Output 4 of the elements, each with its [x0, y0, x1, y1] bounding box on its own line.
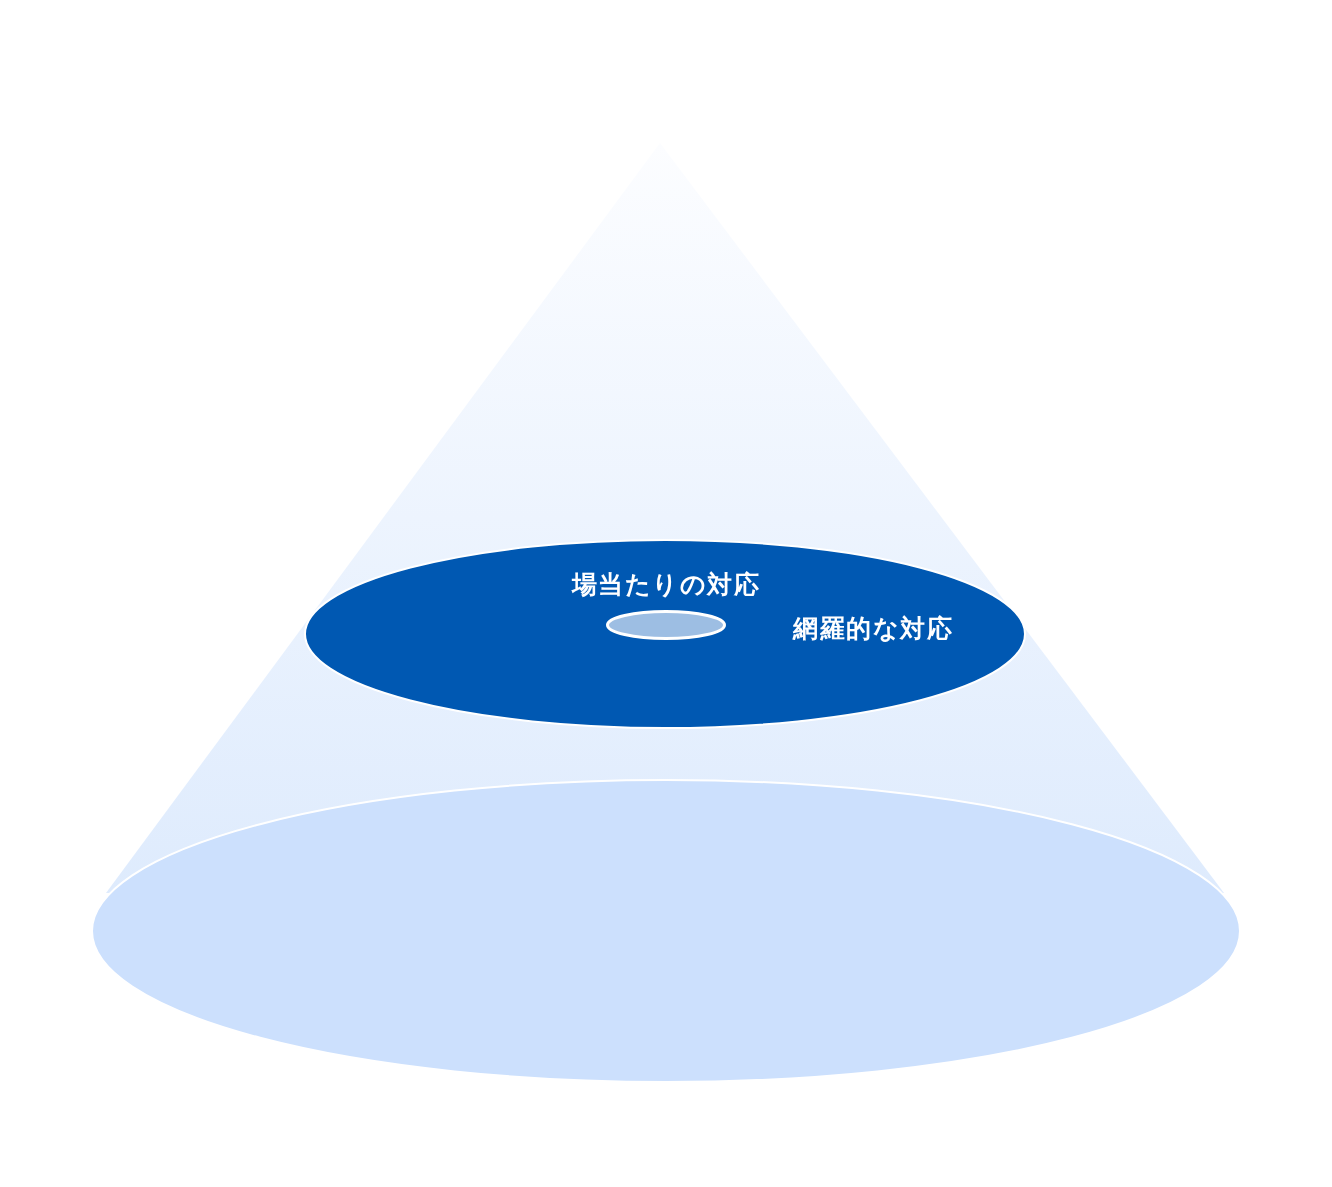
ellipse: [304, 539, 1026, 729]
ellipse-label: 場当たりの対応: [571, 571, 761, 599]
base-ellipse: [91, 779, 1241, 1083]
ellipse-label: 網羅的な対応: [793, 615, 953, 643]
